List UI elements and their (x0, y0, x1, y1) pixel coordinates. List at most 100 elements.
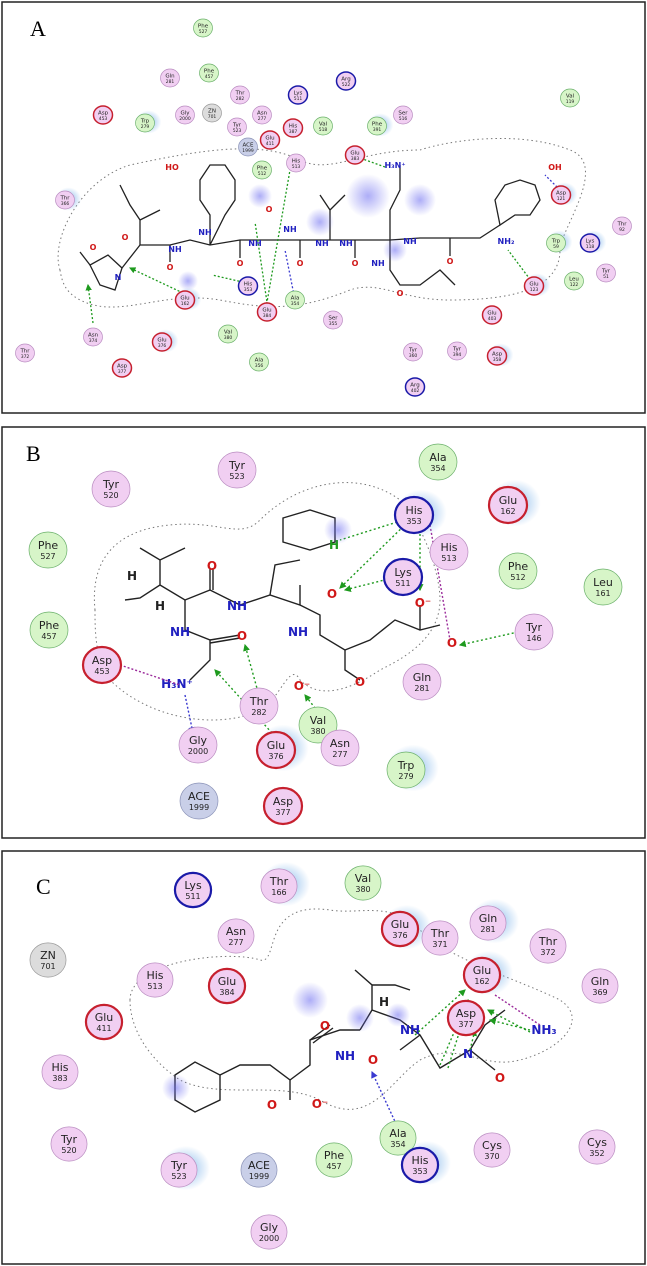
residue-name: Val (310, 714, 326, 727)
atom-label: O (237, 259, 244, 268)
residue-name: Tyr (525, 621, 543, 634)
residue-number: 376 (268, 752, 283, 761)
residue-number: 166 (271, 888, 286, 897)
residue-disc (174, 290, 196, 310)
residue-number: 360 (409, 353, 418, 359)
residue-number: 520 (103, 491, 118, 500)
residue-name: ACE (248, 1159, 270, 1172)
residue-name: Asp (456, 1007, 476, 1020)
residue-number: 457 (205, 74, 214, 80)
residue-name: His (289, 124, 298, 130)
panel-a-frame (1, 1, 646, 414)
panel-c-label: C (36, 874, 51, 899)
residue-name: Glu (267, 739, 286, 752)
residue-name: Phe (324, 1149, 345, 1162)
residue-name: ZN (208, 109, 216, 115)
residue-number: 282 (236, 96, 245, 102)
residue-number: 453 (94, 667, 109, 676)
atom-label: O⁻ (312, 1097, 329, 1111)
residue-number: 146 (526, 634, 541, 643)
residue-disc (50, 1126, 88, 1162)
residue-name: Glu (218, 975, 237, 988)
residue-disc (344, 865, 382, 901)
residue-name: Thr (616, 222, 627, 228)
residue-name: Lys (294, 91, 303, 97)
residue-disc (135, 113, 155, 133)
residue-number: 119 (566, 99, 575, 105)
atom-label: NH₂ (498, 237, 515, 246)
residue-number: 387 (289, 129, 298, 135)
residue-name: Ser (328, 316, 338, 322)
residue-number: 2000 (179, 116, 191, 122)
residue-number: 522 (342, 82, 351, 88)
residue-name: Thr (249, 695, 269, 708)
residue-number: 527 (40, 552, 55, 561)
residue-disc (550, 185, 572, 205)
ligand-exposure-blob (404, 184, 436, 216)
residue-disc (335, 71, 357, 91)
residue-name: Val (224, 330, 233, 336)
residue-disc (92, 105, 114, 125)
residue-number: 123 (530, 287, 539, 293)
residue-disc (323, 310, 343, 330)
residue-disc (173, 871, 213, 909)
atom-label: O (495, 1071, 505, 1085)
residue-number: 701 (208, 114, 217, 120)
residue-disc (367, 116, 387, 136)
residue-name: Val (566, 94, 575, 100)
residue-number: 161 (595, 589, 610, 598)
residue-disc (239, 687, 279, 725)
residue-number: 118 (586, 244, 595, 250)
residue-disc (386, 751, 426, 789)
residue-disc (282, 118, 304, 138)
residue-name: Lys (586, 239, 595, 245)
residue-name: Asn (330, 737, 350, 750)
residue-name: Val (355, 872, 371, 885)
residue-disc (249, 352, 269, 372)
residue-number: 353 (412, 1167, 427, 1176)
residue-disc (421, 920, 459, 956)
residue-name: Asp (92, 654, 112, 667)
atom-label: O (297, 259, 304, 268)
residue-disc (529, 928, 567, 964)
residue-name: Phe (257, 166, 268, 172)
residue-number: 353 (406, 517, 421, 526)
residue-disc (393, 495, 435, 535)
residue-number: 527 (199, 29, 208, 35)
residue-name: Ala (255, 358, 264, 364)
residue-name: Tyr (601, 269, 611, 275)
ligand-a (79, 164, 541, 291)
residue-name: Asp (273, 795, 293, 808)
residue-number: 281 (166, 79, 175, 85)
residue-name: Asp (117, 364, 128, 370)
panel-a-label: A (30, 16, 46, 41)
residue-name: Thr (538, 935, 558, 948)
residue-number: 51 (603, 274, 609, 280)
residue-number: 279 (141, 124, 150, 130)
